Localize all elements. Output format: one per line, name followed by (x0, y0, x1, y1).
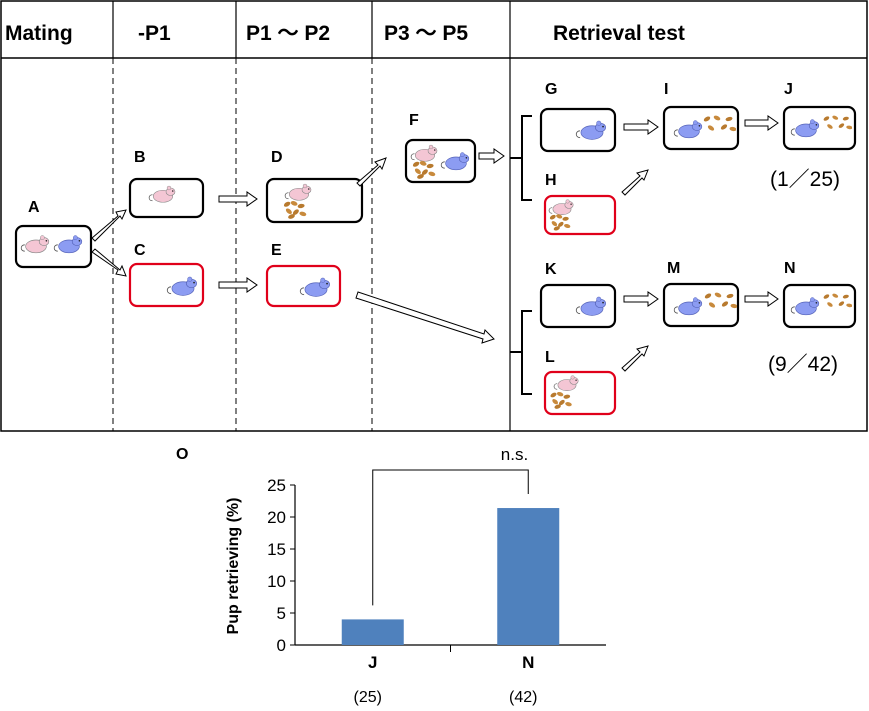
cage-j (782, 105, 857, 151)
cage-n (782, 283, 857, 329)
panel-label-k: K (545, 261, 557, 278)
chart-categories: J (25) N (42) (354, 653, 538, 706)
header-mating: Mating (5, 22, 73, 45)
panel-label-h: H (545, 172, 557, 189)
y-axis-label: Pup retrieving (%) (225, 498, 242, 635)
hollow-arrow (478, 148, 505, 164)
panel-label-f: F (409, 112, 419, 129)
count-upper: (1／25) (770, 168, 840, 191)
hollow-arrow (621, 119, 659, 196)
header-before-p1: -P1 (138, 22, 171, 45)
panel-label-l: L (545, 349, 555, 366)
bracket-lower (510, 310, 532, 395)
timeline-table (0, 0, 868, 432)
significance-bracket: n.s. (372, 445, 529, 606)
cage-e (265, 264, 342, 308)
header-p1-p2: P1 〜 P2 (246, 22, 330, 45)
hollow-arrow (218, 191, 258, 293)
y-tick-label: 5 (277, 604, 286, 623)
cage-k (539, 283, 617, 329)
significance-line (372, 469, 529, 606)
long-hollow-arrow (355, 291, 495, 344)
cage-g (539, 107, 617, 153)
significance-label: n.s. (501, 445, 528, 464)
count-lower: (9／42) (768, 353, 838, 376)
bar-n (497, 508, 560, 645)
y-tick-label: 10 (267, 572, 286, 591)
panel-label-i: I (664, 81, 668, 98)
x-category-label: N (522, 653, 534, 672)
sample-size-label: (25) (354, 689, 382, 706)
sample-size-label: (42) (509, 689, 537, 706)
bracket-upper (510, 115, 532, 201)
split-arrows-a (91, 209, 127, 277)
y-tick-label: 25 (267, 476, 286, 495)
header-p3-p5: P3 〜 P5 (384, 22, 468, 45)
panel-label-g: G (545, 81, 557, 98)
panel-label-e: E (271, 242, 282, 259)
panel-label-c: C (134, 242, 146, 259)
cage-a (14, 224, 93, 269)
x-category-label: J (368, 653, 377, 672)
y-tick-label: 0 (277, 636, 286, 655)
bar-j (341, 619, 404, 645)
panel-label-j: J (784, 81, 793, 98)
y-tick-label: 20 (267, 508, 286, 527)
hollow-arrow (744, 291, 779, 307)
hollow-arrow (621, 291, 659, 372)
y-tick-label: 15 (267, 540, 286, 559)
panel-label-d: D (271, 149, 283, 166)
panel-label-m: M (667, 260, 680, 277)
hollow-arrow (356, 157, 387, 187)
chart-bars (341, 508, 560, 645)
panel-label-b: B (134, 149, 146, 166)
header-retrieval-test: Retrieval test (553, 22, 685, 45)
cage-d (265, 177, 364, 224)
hollow-arrow (744, 115, 779, 131)
panel-label-a: A (28, 199, 40, 216)
panel-label-o: O (176, 446, 188, 463)
panel-label-n: N (784, 260, 796, 277)
